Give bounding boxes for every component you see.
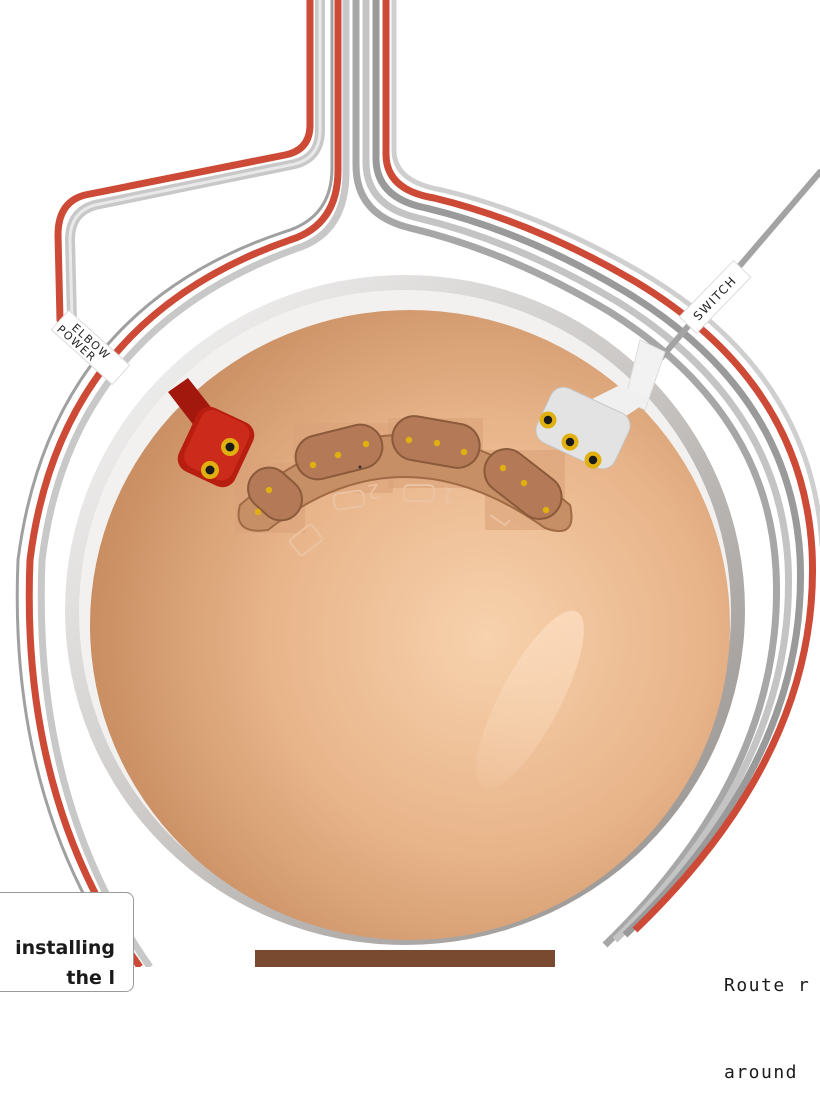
callout-text: installing the l [7,933,115,993]
installation-callout: installing the l [0,892,134,992]
routing-instruction: Route r around [724,913,820,1116]
elbow-power-wire [58,0,320,320]
socket-wiring-diagram: 2 1 ELBOW POWER SWITCH [0,0,820,967]
socket-base [255,950,555,967]
instruction-line1: Route r [724,971,820,1000]
instruction-line2: around [724,1058,820,1087]
callout-line2: the l [7,963,115,993]
callout-line1: installing [7,933,115,963]
